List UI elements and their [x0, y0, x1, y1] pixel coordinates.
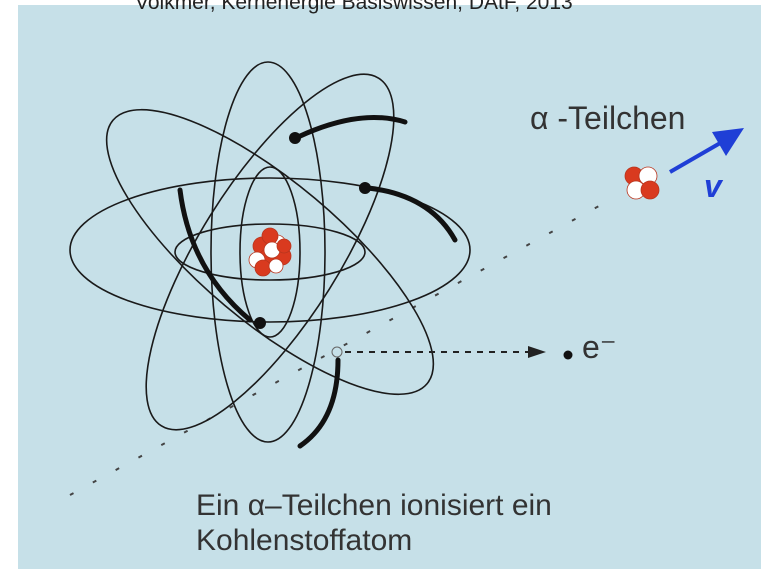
- orbit-vertical: [210, 61, 326, 443]
- nucleus-icon: [248, 227, 292, 277]
- electron-2: [359, 182, 371, 194]
- orbit-inner-vertical: [239, 166, 301, 338]
- velocity-arrow-shaft: [669, 140, 723, 174]
- trail-right: [365, 185, 458, 243]
- trail-left: [177, 187, 253, 323]
- electron-icon: [563, 350, 573, 360]
- electron-label: e⁻: [582, 329, 617, 365]
- orbit-tilted-b: [145, 73, 395, 431]
- caption: Ein α–Teilchen ionisiert ein Kohlenstoff…: [196, 488, 552, 558]
- source-credit: Volkmer, Kernenergie Basiswissen, DAtF, …: [135, 0, 573, 14]
- alpha-particle-icon: [624, 166, 660, 200]
- electron-trails: [177, 115, 458, 449]
- orbit-inner-horizontal: [174, 223, 366, 281]
- velocity-label: v: [704, 168, 722, 204]
- electrons: [254, 132, 371, 329]
- diagram-background: [18, 5, 761, 569]
- velocity-arrow-icon: [712, 128, 744, 156]
- electron-3: [254, 317, 266, 329]
- electron-orbits: [69, 61, 471, 443]
- orbit-horizontal: [69, 177, 471, 323]
- ejected-arrowhead-icon: [528, 346, 546, 358]
- trail-top: [295, 115, 408, 140]
- caption-line-2: Kohlenstoffatom: [196, 524, 413, 557]
- ionization-site-icon: [331, 346, 343, 358]
- trail-bottom: [297, 357, 341, 449]
- orbit-tilted-a: [105, 108, 435, 396]
- caption-line-1: Ein α–Teilchen ionisiert ein: [196, 489, 552, 522]
- electron-1: [289, 132, 301, 144]
- alpha-particle-label: α -Teilchen: [530, 100, 686, 136]
